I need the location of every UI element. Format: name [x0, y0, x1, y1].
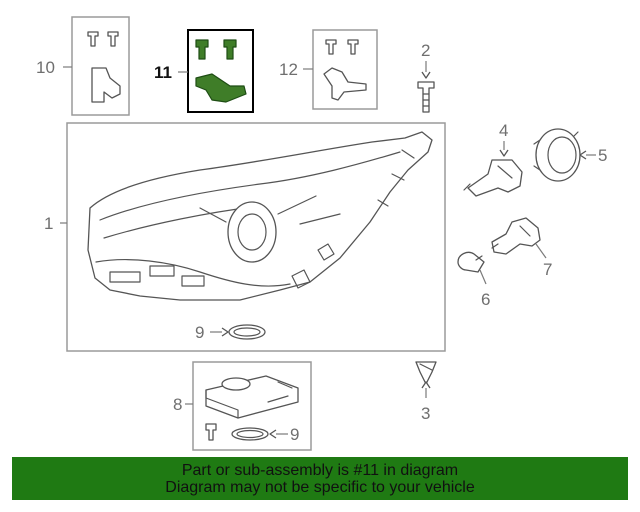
part-10-group[interactable]: 10 [36, 16, 130, 116]
part-7-bulb-icon [491, 217, 541, 255]
part-2-bolt-icon [417, 81, 435, 113]
part-8-screw-icon [205, 423, 217, 441]
callout-2: 2 [421, 41, 430, 60]
part-12-bracket-icon [323, 67, 367, 101]
part-5-group[interactable]: 5 [533, 128, 607, 182]
part-1-group[interactable]: 1 9 [44, 122, 446, 352]
callout-3: 3 [421, 404, 430, 423]
part-11-bracket-icon [195, 73, 247, 103]
part-5-cap-icon [535, 128, 581, 182]
callout-10: 10 [36, 58, 55, 77]
part-6-group[interactable]: 6 [457, 251, 490, 309]
ballast-module-icon [205, 375, 299, 419]
callout-8: 8 [173, 395, 182, 414]
callout-5: 5 [598, 146, 607, 165]
callout-9-lower: 9 [290, 425, 299, 444]
part-4-bulb-icon [467, 159, 523, 197]
callout-9-upper: 9 [195, 323, 204, 342]
part-10-bracket-icon [91, 67, 121, 103]
headlamp-assembly-icon [87, 131, 433, 301]
part-11-screw-icons [195, 39, 237, 60]
banner-line-1: Part or sub-assembly is #11 in diagram [181, 461, 459, 479]
part-3-clip-icon [415, 361, 437, 385]
parts-diagram: 10 11 12 2 1 [36, 16, 607, 451]
callout-7: 7 [543, 260, 552, 279]
info-banner: Part or sub-assembly is #11 in diagram D… [12, 457, 628, 500]
part-11-group[interactable]: 11 [154, 29, 254, 113]
part-8-group[interactable]: 8 9 [173, 361, 312, 451]
part-12-screw-icons [325, 39, 359, 55]
callout-6: 6 [481, 290, 490, 309]
part-6-bulb-icon [457, 251, 485, 273]
callout-4: 4 [499, 121, 508, 140]
part-12-box [312, 29, 378, 110]
banner-line-2: Diagram may not be specific to your vehi… [165, 478, 475, 496]
callout-12: 12 [279, 60, 298, 79]
part-3-group[interactable]: 3 [415, 361, 437, 423]
callout-11: 11 [154, 63, 172, 82]
part-10-screw-icons [87, 31, 119, 47]
part-2-group[interactable]: 2 [417, 41, 435, 113]
part-4-group[interactable]: 4 [463, 121, 523, 197]
callout-1: 1 [44, 214, 53, 233]
part-7-group[interactable]: 7 [491, 217, 552, 279]
part-12-group[interactable]: 12 [279, 29, 378, 110]
